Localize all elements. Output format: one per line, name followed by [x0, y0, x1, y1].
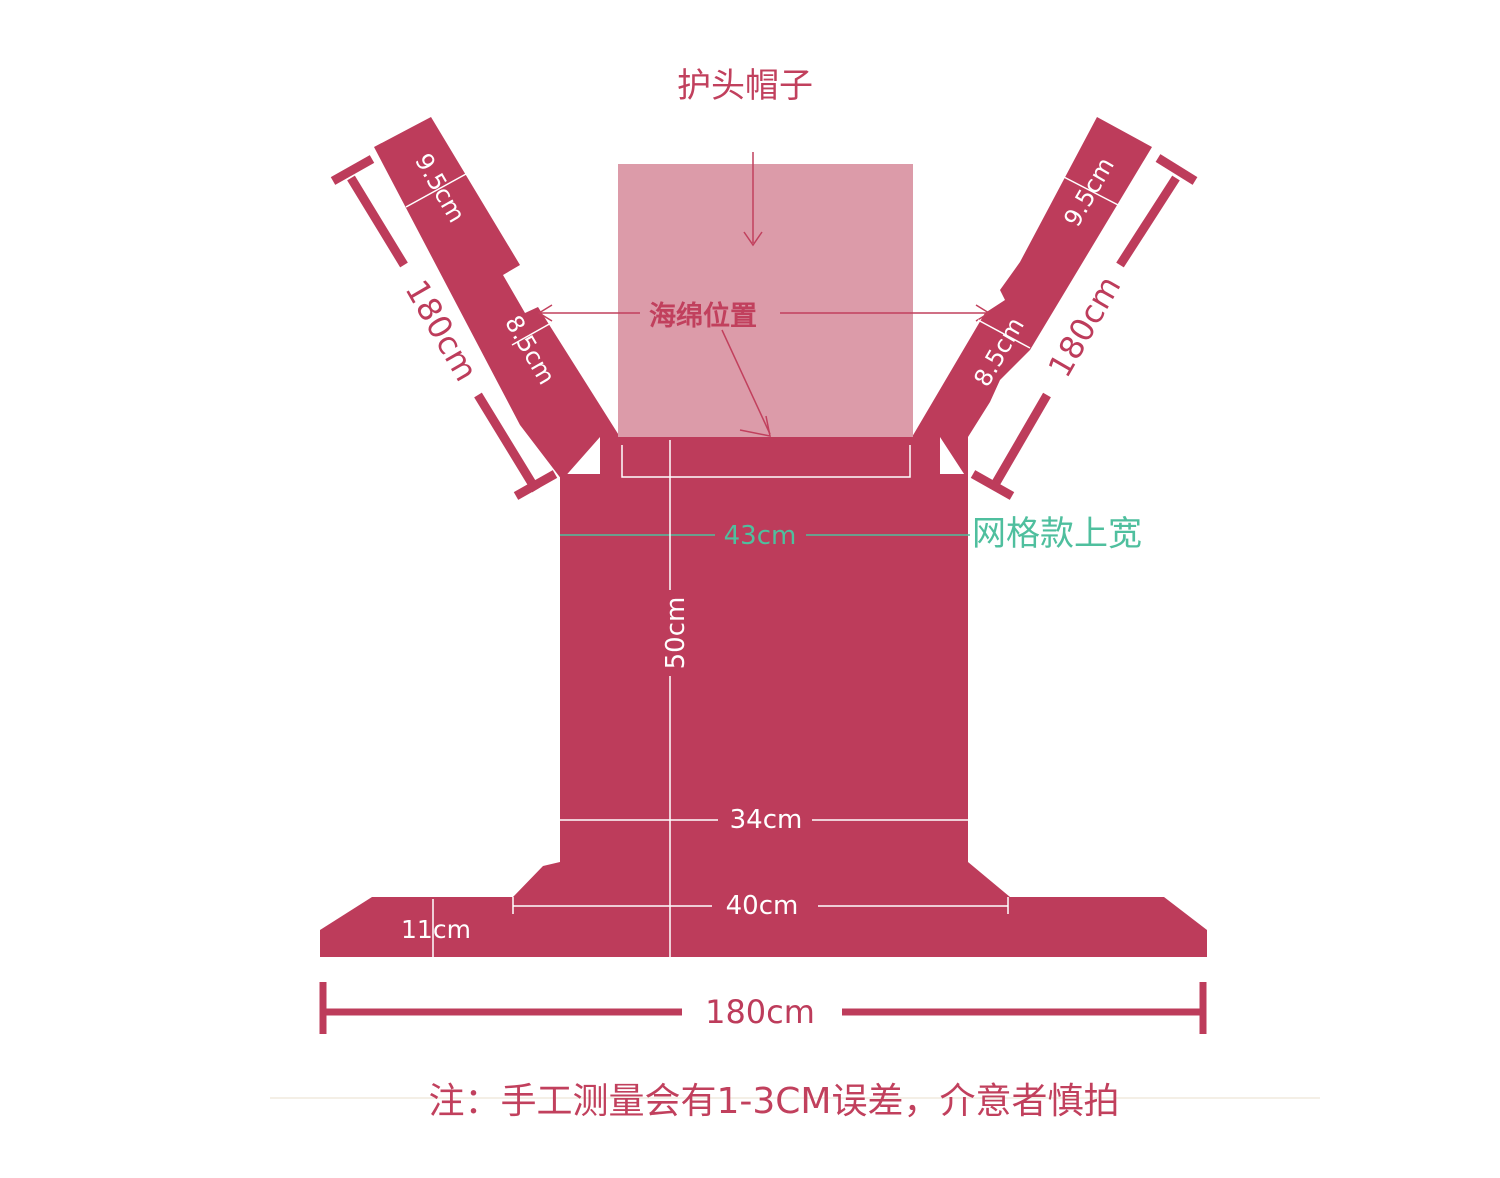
left-strap-tick-top [405, 173, 467, 208]
waist-belt [320, 897, 1207, 957]
right-strap [912, 117, 1152, 480]
sponge-arrow-down-head [739, 415, 771, 437]
hood-pointer-head [743, 231, 763, 247]
base-width-label: 40cm [726, 891, 799, 921]
neck-panel [600, 436, 940, 480]
carrier-body [320, 117, 1207, 957]
body-height-label: 50cm [661, 597, 691, 670]
right-strap-tick-top [1059, 174, 1123, 208]
hood-label: 护头帽子 [677, 66, 813, 106]
mesh-top-width-label: 网格款上宽 [972, 514, 1142, 554]
top-width-label: 43cm [724, 521, 797, 551]
left-strap-tick-bottom [511, 317, 561, 346]
sponge-arrow-right-head [975, 304, 991, 322]
sponge-arrow-left-head [537, 304, 553, 322]
hood-panel [618, 164, 913, 437]
right-strap-tick-bottom [977, 319, 1031, 349]
base-panel [513, 862, 1010, 897]
torso-panel [560, 474, 968, 866]
belt-length-dim [319, 982, 1207, 1034]
belt-length-label: 180cm [705, 993, 815, 1031]
sponge-arrow-down [721, 329, 771, 435]
right-strap-length-dim [970, 154, 1198, 500]
left-strap-length-dim [330, 155, 558, 500]
measurement-note: 注：手工测量会有1-3CM误差，介意者慎拍 [429, 1081, 1120, 1122]
waist-width-label: 34cm [730, 805, 803, 835]
sponge-label: 海绵位置 [649, 300, 757, 332]
left-strap [374, 117, 620, 480]
neck-bracket [621, 445, 911, 478]
belt-height-label: 11cm [401, 915, 471, 944]
